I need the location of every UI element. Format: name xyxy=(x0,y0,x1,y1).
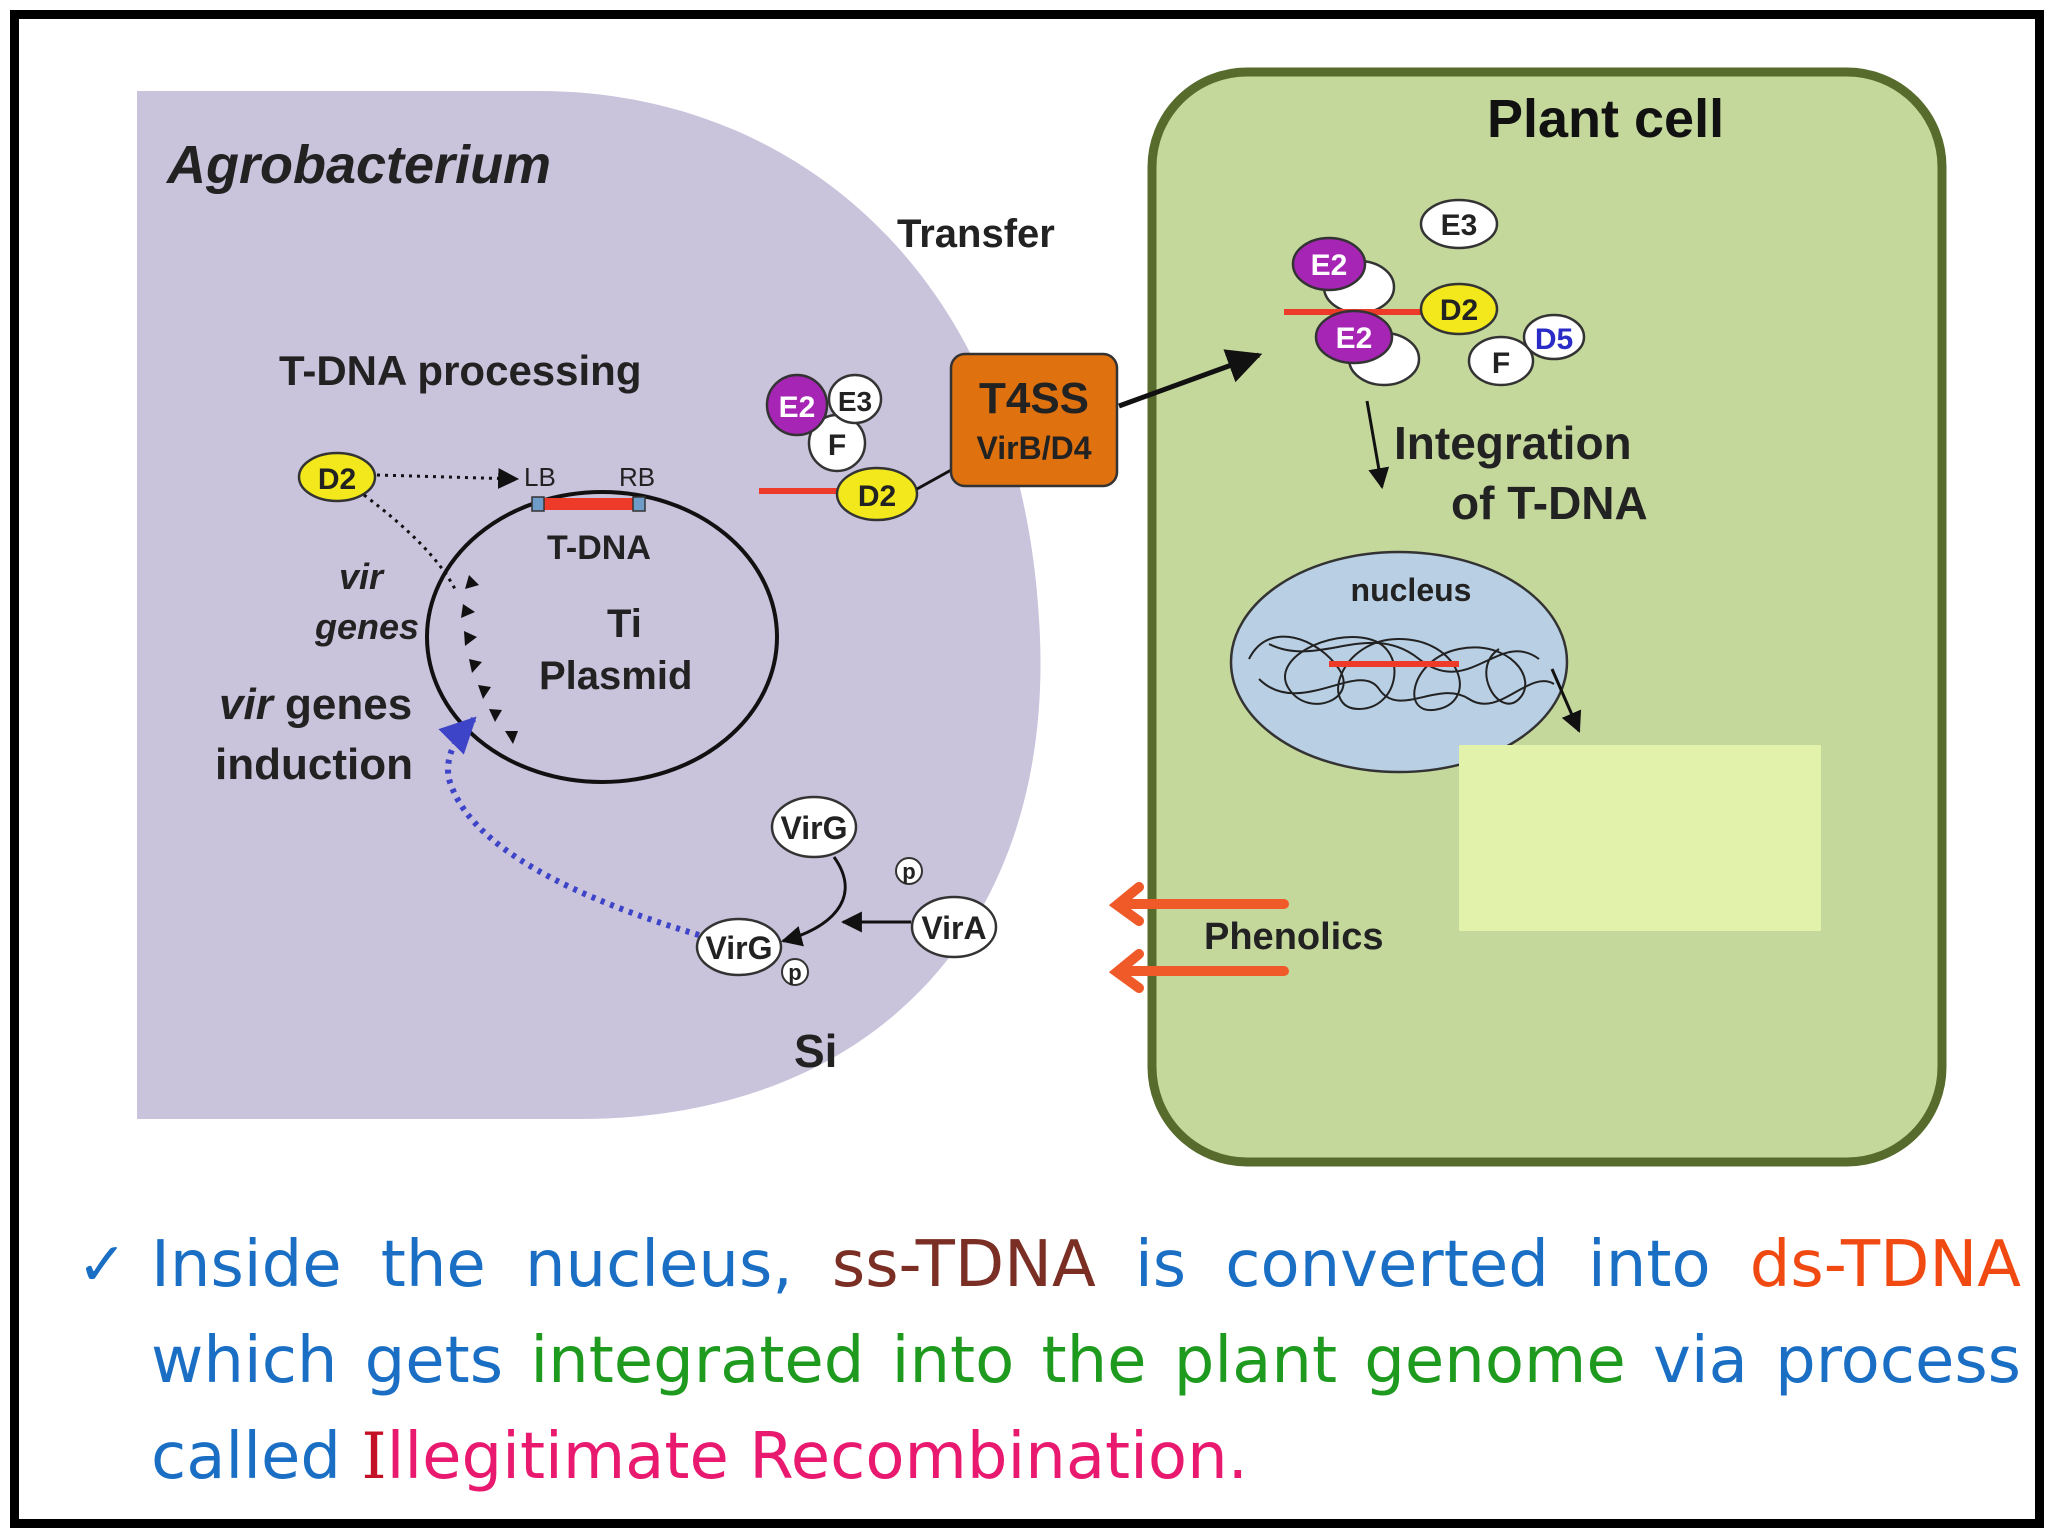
tdna-processing-label: T-DNA processing xyxy=(279,347,642,394)
d5-label: D5 xyxy=(1535,323,1573,356)
phenolics-label: Phenolics xyxy=(1204,916,1384,958)
tdna-label: T-DNA xyxy=(547,529,651,567)
blank-outcome-box xyxy=(1459,745,1821,931)
caption-line-1: Inside the nucleus, ss-TDNA is converted… xyxy=(151,1217,2021,1313)
f-label-agro: F xyxy=(828,429,846,462)
d2-to-vir-dotted-line xyxy=(363,493,457,590)
vira-label: VirA xyxy=(921,910,986,946)
phosphate-vira-label: p xyxy=(902,859,915,884)
caption-l3-a: called xyxy=(151,1420,362,1494)
e3-protein-agro xyxy=(827,373,883,425)
of-tdna-label: of T-DNA xyxy=(1451,477,1648,529)
caption-l2-c: via process xyxy=(1625,1324,2022,1398)
rb-border-box xyxy=(632,496,646,512)
e2-label-plant-bottom: E2 xyxy=(1336,322,1373,355)
d5-protein xyxy=(1522,313,1586,361)
vir-genes-induction-label: vir genes xyxy=(219,680,412,729)
e2-protein-agro xyxy=(765,373,829,437)
phosphate-virg xyxy=(781,958,809,986)
d2-protein-plant xyxy=(1419,282,1499,336)
caption-l1-a: Inside the nucleus, xyxy=(151,1228,832,1302)
ti-plasmid-circle xyxy=(425,490,779,784)
phenolics-arrows xyxy=(1108,882,1289,993)
f-protein-plant xyxy=(1467,335,1535,387)
virb-d4-label: VirB/D4 xyxy=(976,430,1091,466)
t4ss-label: T4SS xyxy=(979,374,1089,423)
e2-protein-plant-bottom xyxy=(1314,309,1394,365)
d2-label-agro: D2 xyxy=(858,480,896,513)
vir-label: vir xyxy=(339,556,385,597)
caption-line-3: called Illegitimate Recombination. xyxy=(151,1409,2021,1505)
signal-dotted-arrow xyxy=(438,716,700,938)
integration-label: Integration xyxy=(1394,417,1632,469)
phosphate-virg-label: p xyxy=(788,960,801,985)
agrobacterium-label: Agrobacterium xyxy=(165,135,551,195)
virg-activation-arrow xyxy=(780,856,847,947)
chromatin-tangle xyxy=(1248,635,1555,712)
d2-processing-label: D2 xyxy=(318,463,356,496)
plasmid-label: Plasmid xyxy=(539,654,692,698)
e3-protein-plant xyxy=(1419,198,1499,250)
illegitimate-initial: I xyxy=(361,1420,387,1494)
d2-processing-protein xyxy=(297,451,377,503)
ds-tdna-text: ds-TDNA xyxy=(1749,1228,2022,1302)
genes-label: genes xyxy=(314,606,419,647)
induction-label: induction xyxy=(215,740,413,789)
nucleus-label: nucleus xyxy=(1351,572,1472,608)
transfer-arrow xyxy=(1118,349,1263,409)
illegitimate-recombination-text: llegitimate Recombination. xyxy=(386,1420,1248,1494)
integration-arrow xyxy=(1365,400,1390,490)
virg-label-bottom: VirG xyxy=(706,930,773,966)
t4ss-complex xyxy=(949,352,1119,488)
agrobacterium-cell xyxy=(137,91,1041,1119)
phosphate-vira xyxy=(895,857,923,885)
virg-protein-bottom xyxy=(695,917,783,977)
lb-label: LB xyxy=(524,462,556,492)
e2-protein-plant-top xyxy=(1291,236,1367,292)
slide-frame: Agrobacterium Transfer Plant cell T-DNA … xyxy=(10,10,2044,1528)
signal-partial-label: Si xyxy=(794,1025,837,1077)
d2-to-t4ss-line xyxy=(916,467,954,491)
transfer-label: Transfer xyxy=(897,212,1055,256)
agrobacterium-transformation-diagram: Agrobacterium Transfer Plant cell T-DNA … xyxy=(137,67,1947,1167)
vir-gene-arrows xyxy=(461,575,518,744)
d2-label-plant: D2 xyxy=(1440,294,1478,327)
e2-label-plant-top: E2 xyxy=(1311,249,1348,282)
f-label-plant: F xyxy=(1492,347,1510,380)
ss-tdna-text: ss-TDNA xyxy=(831,1228,1096,1302)
caption-line-2: which gets integrated into the plant gen… xyxy=(151,1313,2021,1409)
virg-protein-top xyxy=(770,795,858,859)
nucleus-output-arrow xyxy=(1550,668,1582,733)
vira-protein xyxy=(910,895,998,959)
e3-label-plant: E3 xyxy=(1441,209,1478,242)
virg-label-top: VirG xyxy=(781,810,848,846)
plant-cell-label: Plant cell xyxy=(1487,89,1724,149)
ti-label: Ti xyxy=(607,602,642,646)
e2-label-agro: E2 xyxy=(779,391,816,424)
check-mark-icon: ✓ xyxy=(77,1230,128,1300)
lb-border-box xyxy=(531,496,545,512)
e3-label-agro: E3 xyxy=(838,386,872,417)
caption-l2-a: which gets xyxy=(151,1324,531,1398)
caption-l1-c: is converted into xyxy=(1095,1228,1750,1302)
d2-protein-agro xyxy=(835,466,919,522)
rb-label: RB xyxy=(619,462,655,492)
integrated-genome-text: integrated into the plant genome xyxy=(530,1324,1626,1398)
